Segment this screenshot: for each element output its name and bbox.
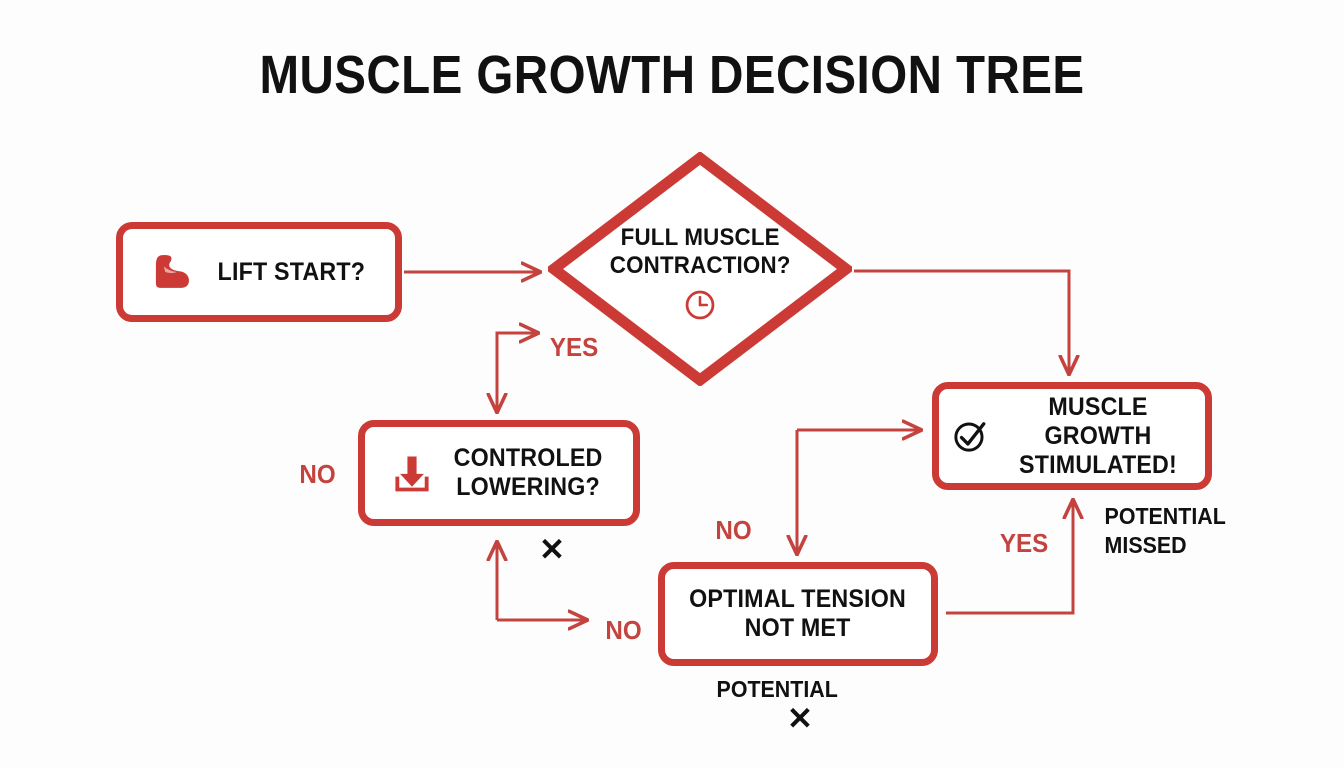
- annotation-potential: POTENTIAL: [716, 676, 838, 702]
- page-title: MUSCLE GROWTH DECISION TREE: [259, 45, 1085, 105]
- node-full-muscle-contraction-label: FULL MUSCLE CONTRACTION?: [609, 224, 791, 279]
- diamond-shape: [548, 152, 852, 386]
- node-lift-start[interactable]: LIFT START?: [116, 222, 402, 322]
- edge-label-no-mid: NO: [715, 515, 752, 545]
- node-lift-start-label: LIFT START?: [217, 257, 365, 286]
- node-muscle-growth-stimulated[interactable]: MUSCLE GROWTH STIMULATED!: [932, 382, 1212, 490]
- node-optimal-tension-not-met-label: OPTIMAL TENSION NOT MET: [689, 585, 907, 642]
- node-full-muscle-contraction[interactable]: FULL MUSCLE CONTRACTION?: [548, 152, 852, 386]
- x-mark-bottom-icon: ✕: [787, 701, 813, 736]
- x-mark-left-icon: ✕: [539, 532, 565, 567]
- edge-label-no-lower: NO: [605, 615, 642, 645]
- edge-tension-yes-to-stimulated: [946, 500, 1073, 615]
- node-controlled-lowering-label: CONTROLED LOWERING?: [453, 444, 603, 501]
- clock-icon: [683, 288, 717, 322]
- annotation-potential-missed: POTENTIAL MISSED: [1104, 503, 1226, 558]
- edge-decision-to-stimulated: [854, 269, 1069, 374]
- node-controlled-lowering[interactable]: CONTROLED LOWERING?: [358, 420, 640, 526]
- edge-label-no-left: NO: [299, 459, 336, 489]
- flexed-bicep-icon: [148, 249, 194, 295]
- edge-label-yes-right: YES: [999, 528, 1049, 558]
- node-muscle-growth-stimulated-label: MUSCLE GROWTH STIMULATED!: [1019, 392, 1177, 479]
- edge-yes-branch-right: [495, 333, 538, 408]
- check-circle-icon: [951, 417, 989, 455]
- download-arrow-icon: [390, 451, 434, 495]
- node-optimal-tension-not-met[interactable]: OPTIMAL TENSION NOT MET: [658, 562, 938, 666]
- edge-label-yes-left: YES: [549, 332, 599, 362]
